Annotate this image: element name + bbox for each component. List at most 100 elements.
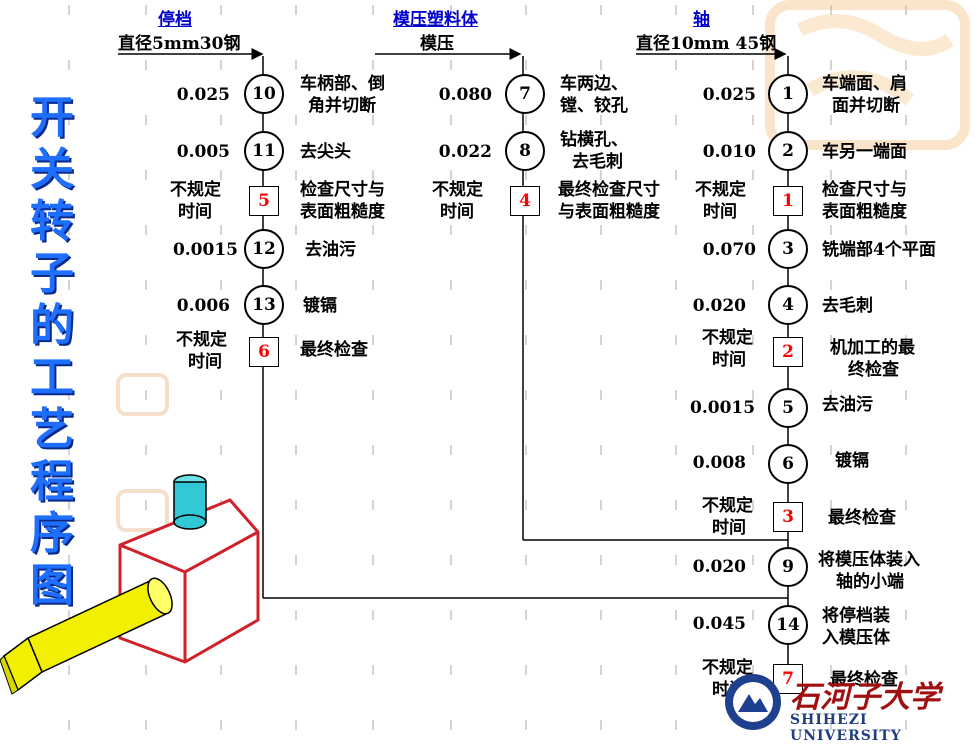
background-dash bbox=[905, 555, 907, 565]
background-dash bbox=[905, 665, 907, 675]
background-dash bbox=[450, 5, 452, 15]
background-dash bbox=[295, 335, 297, 345]
background-dash bbox=[675, 445, 677, 455]
background-dash bbox=[905, 170, 907, 180]
background-dash bbox=[145, 500, 147, 510]
background-dash bbox=[295, 720, 297, 730]
background-dash bbox=[68, 720, 70, 730]
background-dash bbox=[675, 390, 677, 400]
time-shaft-14: 0.045 bbox=[692, 614, 746, 634]
background-dash bbox=[220, 170, 222, 180]
operation-circle: 6 bbox=[768, 444, 808, 484]
small-seal-watermark bbox=[116, 373, 169, 416]
step-desc: 去油污 bbox=[305, 240, 356, 260]
operation-circle: 13 bbox=[244, 285, 284, 325]
background-dash bbox=[525, 665, 527, 675]
inspection-box: 5 bbox=[249, 186, 279, 216]
header-shaft: 轴 bbox=[693, 10, 710, 30]
time-unspecified: 不规定 bbox=[176, 330, 227, 350]
time-unspecified: 不规定 bbox=[170, 180, 221, 200]
background-dash bbox=[145, 720, 147, 730]
time-shaft-5: 0.0015 bbox=[690, 398, 756, 418]
background-dash bbox=[145, 60, 147, 70]
background-dash bbox=[600, 720, 602, 730]
background-dash bbox=[752, 610, 754, 620]
background-dash bbox=[450, 500, 452, 510]
time-shaft-6: 0.008 bbox=[692, 453, 746, 473]
step-desc: 表面粗糙度 bbox=[300, 202, 385, 222]
background-dash bbox=[68, 115, 70, 125]
background-dash bbox=[752, 225, 754, 235]
background-dash bbox=[600, 555, 602, 565]
background-dash bbox=[295, 225, 297, 235]
inspection-box: 7 bbox=[773, 664, 803, 694]
background-dash bbox=[675, 170, 677, 180]
step-desc: 车端面、肩 bbox=[822, 74, 907, 94]
time-stop-13: 0.006 bbox=[176, 296, 230, 316]
inspection-box: 3 bbox=[773, 502, 803, 532]
background-dash bbox=[450, 390, 452, 400]
background-dash bbox=[752, 60, 754, 70]
operation-circle: 4 bbox=[768, 285, 808, 325]
rotor-part-illustration bbox=[0, 474, 260, 695]
background-dash bbox=[450, 115, 452, 125]
background-dash bbox=[600, 115, 602, 125]
background-dash bbox=[752, 555, 754, 565]
background-dash bbox=[295, 610, 297, 620]
material-stop: 直径5mm30钢 bbox=[118, 34, 241, 54]
background-dash bbox=[68, 225, 70, 235]
step-desc: 车两边、 bbox=[560, 74, 628, 94]
time-shaft-4: 0.020 bbox=[692, 296, 746, 316]
operation-circle: 1 bbox=[768, 74, 808, 114]
background-dash bbox=[675, 665, 677, 675]
material-mold: 模压 bbox=[420, 34, 454, 54]
background-dash bbox=[295, 555, 297, 565]
background-dash bbox=[752, 115, 754, 125]
step-desc: 最终检查尺寸 bbox=[558, 180, 660, 200]
operation-circle: 2 bbox=[768, 131, 808, 171]
background-dash bbox=[600, 445, 602, 455]
background-dash bbox=[830, 225, 832, 235]
background-dash bbox=[525, 390, 527, 400]
background-dash bbox=[450, 665, 452, 675]
background-dash bbox=[450, 335, 452, 345]
background-dash bbox=[752, 5, 754, 15]
background-dash bbox=[145, 390, 147, 400]
background-dash bbox=[68, 390, 70, 400]
time-unspecified: 时间 bbox=[703, 202, 737, 222]
time-mold-8: 0.022 bbox=[438, 142, 492, 162]
background-dash bbox=[68, 170, 70, 180]
background-dash bbox=[905, 390, 907, 400]
background-dash bbox=[830, 445, 832, 455]
inspection-box: 6 bbox=[249, 337, 279, 367]
time-unspecified: 不规定 bbox=[702, 496, 753, 516]
background-dash bbox=[905, 720, 907, 730]
inspection-box: 4 bbox=[510, 186, 540, 216]
university-logo-icon bbox=[725, 674, 781, 730]
operation-circle: 12 bbox=[244, 229, 284, 269]
background-dash bbox=[145, 335, 147, 345]
background-dash bbox=[905, 115, 907, 125]
background-dash bbox=[525, 225, 527, 235]
background-dash bbox=[752, 665, 754, 675]
header-stop: 停档 bbox=[158, 10, 192, 30]
background-dash bbox=[830, 280, 832, 290]
background-dash bbox=[372, 720, 374, 730]
background-dash bbox=[450, 720, 452, 730]
background-dash bbox=[372, 170, 374, 180]
step-desc: 检查尺寸与 bbox=[300, 180, 385, 200]
background-dash bbox=[600, 665, 602, 675]
background-dash bbox=[830, 335, 832, 345]
background-dash bbox=[905, 335, 907, 345]
background-dash bbox=[145, 115, 147, 125]
step-desc: 去毛刺 bbox=[572, 152, 623, 172]
background-dash bbox=[450, 445, 452, 455]
time-stop-10: 0.025 bbox=[176, 85, 230, 105]
background-dash bbox=[830, 170, 832, 180]
time-mold-7: 0.080 bbox=[438, 85, 492, 105]
background-dash bbox=[525, 445, 527, 455]
background-dash bbox=[525, 60, 527, 70]
background-dash bbox=[752, 335, 754, 345]
background-dash bbox=[450, 610, 452, 620]
